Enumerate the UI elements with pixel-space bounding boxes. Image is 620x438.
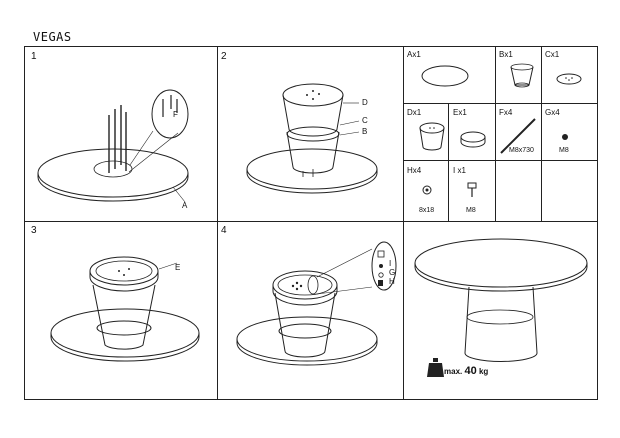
step-2-illustration: [246, 83, 378, 194]
part-g-label: Gx4: [545, 108, 560, 117]
grid-divider: [403, 47, 404, 399]
assembled-table-illustration: [414, 238, 588, 362]
callout-a: A: [182, 201, 188, 210]
part-g-detail: M8: [559, 147, 569, 154]
part-i-label: I x1: [453, 166, 466, 175]
max-load: max. 40 kg: [444, 365, 488, 377]
part-a-label: Ax1: [407, 50, 421, 59]
part-c-label: Cx1: [545, 50, 560, 59]
part-e-label: Ex1: [453, 108, 467, 117]
document-title: VEGAS: [33, 30, 72, 44]
part-i-connector-icon: [467, 182, 477, 197]
parts-grid-line: [403, 221, 597, 222]
step-4-illustration: [236, 241, 397, 366]
instruction-sheet: 1 2 3 4 F A D C B: [24, 46, 598, 400]
part-h-washer-icon: [422, 185, 432, 195]
step-number-4: 4: [221, 225, 227, 236]
part-i-detail: M8: [466, 207, 476, 214]
part-f-detail: M8x730: [509, 147, 534, 154]
callout-b: B: [362, 127, 368, 136]
callout-e: E: [175, 263, 181, 272]
part-d-label: Dx1: [407, 108, 422, 117]
part-f-label: Fx4: [499, 108, 513, 117]
parts-grid-line: [495, 47, 496, 221]
part-d-column-icon: [419, 122, 445, 151]
part-b-label: Bx1: [499, 50, 513, 59]
part-c-plate-icon: [556, 73, 582, 85]
part-f-rod-icon: [500, 118, 536, 154]
max-load-value: 40: [464, 365, 477, 377]
parts-grid-line: [403, 160, 597, 161]
callout-d: D: [362, 98, 368, 107]
step-number-2: 2: [221, 51, 227, 62]
callout-c: C: [362, 116, 368, 125]
callout-g: G: [389, 268, 396, 277]
grid-divider: [217, 47, 218, 399]
step-1-illustration: [37, 89, 189, 203]
part-h-label: Hx4: [407, 166, 422, 175]
weight-icon: [427, 358, 444, 377]
callout-f: F: [173, 110, 178, 119]
max-load-unit: kg: [478, 367, 489, 376]
step-3-illustration: [50, 256, 200, 362]
max-load-prefix: max.: [444, 367, 463, 376]
part-e-ring-icon: [460, 131, 486, 148]
parts-grid-line: [403, 103, 597, 104]
callout-i: I: [389, 259, 392, 268]
part-a-tabletop-icon: [421, 65, 469, 87]
step-number-3: 3: [31, 225, 37, 236]
parts-grid-line: [541, 47, 542, 221]
parts-grid-line: [448, 103, 449, 221]
part-h-detail: 8x18: [419, 207, 435, 214]
part-g-nut-icon: [562, 134, 568, 140]
step-number-1: 1: [31, 51, 37, 62]
part-b-base-icon: [510, 63, 534, 88]
callout-h: H: [389, 277, 395, 286]
grid-divider: [25, 221, 403, 222]
